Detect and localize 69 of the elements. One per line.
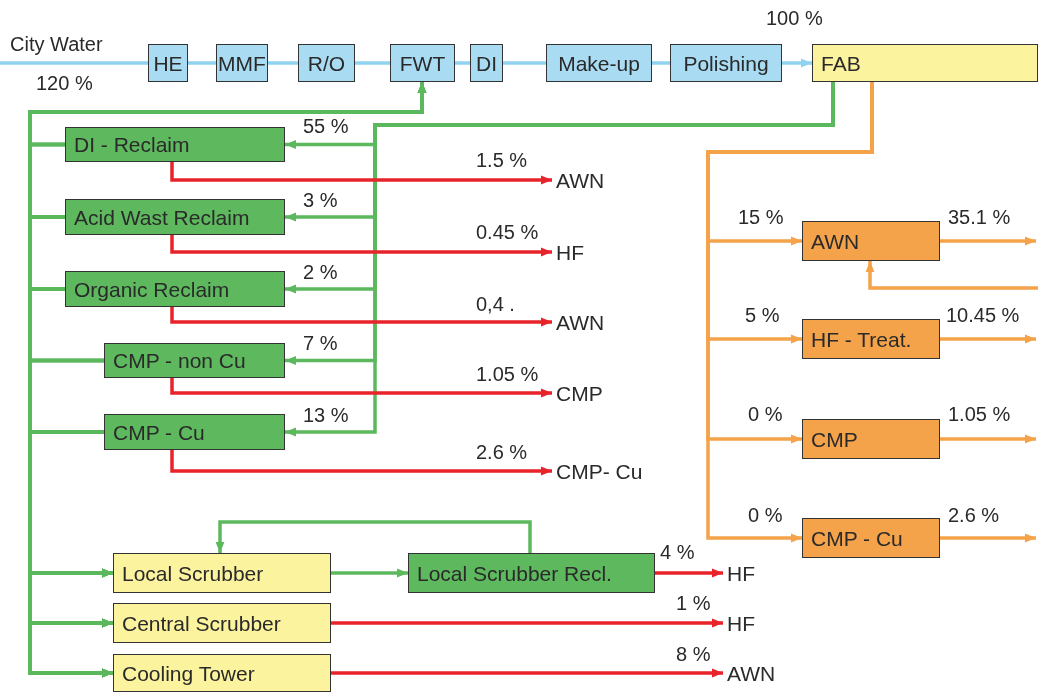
edge-label: 1.05 % (948, 404, 1011, 424)
outlet-label: HF (556, 237, 596, 267)
flow-arrow (331, 618, 723, 628)
edge-label: 2.6 % (476, 442, 528, 462)
outlet-label: CMP- Cu (556, 456, 666, 486)
flow-arrow (331, 668, 723, 678)
flow-arrow (865, 261, 1038, 290)
edge-label: 8 % (676, 644, 711, 664)
edge-label: 35.1 % (948, 207, 1011, 227)
process-box: Cooling Tower (113, 654, 331, 692)
edge-label: 0 % (748, 505, 783, 525)
edge-label: 5 % (745, 305, 780, 325)
treatment-box: HF - Treat. (802, 319, 940, 359)
edge-label: 10.45 % (946, 305, 1020, 325)
process-box: HE (148, 44, 188, 82)
edge-label: 13 % (303, 405, 349, 425)
edge-label: 4 % (660, 542, 695, 562)
process-box: FWT (390, 44, 455, 82)
flow-arrow (940, 533, 1036, 543)
flow-arrow (170, 235, 552, 257)
edge-label: 0 % (748, 404, 783, 424)
process-box: DI (470, 44, 503, 82)
flow-arrow (940, 334, 1036, 344)
reclaim-box: Organic Reclaim (65, 271, 285, 307)
outlet-label: HF (727, 558, 767, 588)
treatment-box: CMP (802, 419, 940, 459)
flow-arrow (170, 450, 552, 476)
flow-arrow (782, 58, 812, 68)
flow-arrow (170, 162, 552, 185)
edge-label: 1.05 % (476, 364, 539, 384)
reclaim-box: Acid Wast Reclaim (65, 199, 285, 235)
edge-label: 7 % (303, 333, 338, 353)
flow-arrow (940, 236, 1036, 246)
text-label: City Water (10, 34, 103, 54)
process-box: Local Scrubber (113, 553, 331, 593)
reclaim-box: CMP - non Cu (104, 343, 285, 378)
text-label: 120 % (36, 73, 93, 93)
flow-arrow (940, 434, 1036, 444)
process-box: Polishing (670, 44, 782, 82)
edge-label: 0,4 . (476, 294, 515, 314)
outlet-label: HF (727, 608, 767, 638)
edge-label: 55 % (303, 116, 349, 136)
outlet-label: AWN (556, 307, 626, 337)
process-box: R/O (298, 44, 355, 82)
outlet-label: AWN (727, 658, 797, 688)
outlet-label: AWN (556, 165, 626, 195)
flow-arrow (655, 568, 723, 578)
process-box: Make-up (546, 44, 652, 82)
reclaim-box: CMP - Cu (104, 414, 285, 450)
edge-label: 2.6 % (948, 505, 1000, 525)
flow-arrow (331, 568, 408, 578)
outlet-label: CMP (556, 378, 616, 408)
edge-label: 1 % (676, 593, 711, 613)
process-box: Central Scrubber (113, 603, 331, 643)
flow-arrow (170, 307, 552, 327)
flow-arrow (215, 520, 532, 553)
treatment-box: CMP - Cu (802, 518, 940, 558)
treatment-box: AWN (802, 221, 940, 261)
edge-label: 2 % (303, 262, 338, 282)
reclaim-box: Local Scrubber Recl. (408, 553, 655, 593)
edge-label: 3 % (303, 190, 338, 210)
process-box: MMF (216, 44, 268, 82)
edge-label: 1.5 % (476, 150, 528, 170)
flow-arrow (170, 378, 552, 398)
reclaim-box: DI - Reclaim (65, 127, 285, 162)
process-box: FAB (812, 44, 1038, 82)
edge-label: 0.45 % (476, 222, 539, 242)
text-label: 100 % (766, 8, 823, 28)
edge-label: 15 % (738, 207, 784, 227)
